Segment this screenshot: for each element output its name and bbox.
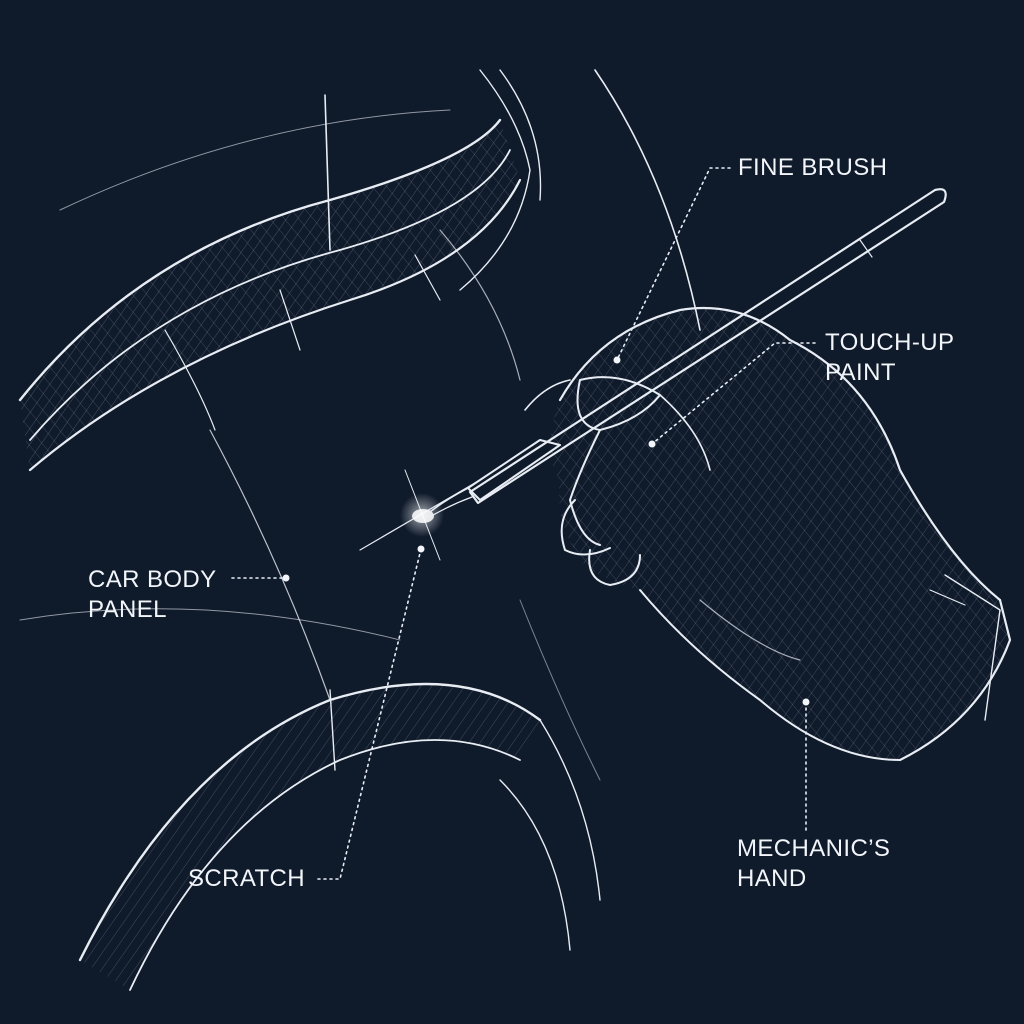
scratch-mark	[359, 469, 481, 561]
car-body-panel-leader-dot	[282, 574, 290, 582]
touch-up-paint-label: TOUCH-UP PAINT	[825, 329, 955, 386]
mechanics-hand-leader-dot	[802, 698, 810, 706]
upper-fender-arch	[18, 69, 542, 472]
fine-brush-leader	[616, 167, 731, 361]
touch-up-paint-leader	[651, 342, 816, 445]
car-body-panel-label: CAR BODY PANEL	[88, 566, 217, 623]
mechanics-hand	[524, 306, 1012, 762]
body-panel-lines	[19, 69, 701, 781]
touch-up-paint-leader-dot	[648, 440, 656, 448]
scratch-leader-dot	[417, 545, 425, 553]
mechanics-hand-label: MECHANIC’S HAND	[737, 835, 891, 892]
leader-lines	[231, 167, 816, 880]
lower-wheel-arch	[78, 682, 601, 991]
scratch-leader	[317, 548, 422, 880]
fine-brush-label: FINE BRUSH	[738, 154, 888, 181]
scratch-label: SCRATCH	[188, 865, 306, 892]
fine-brush-leader-dot	[613, 356, 621, 364]
